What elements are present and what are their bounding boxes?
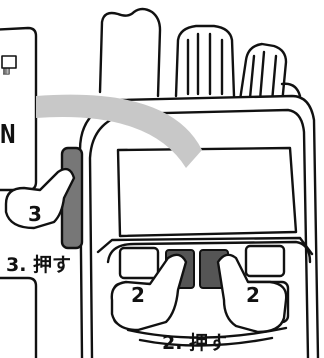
battery-icon: ▥ [3, 64, 10, 77]
channel-knob [238, 42, 302, 106]
antenna [98, 7, 162, 98]
finger-icon-3 [4, 167, 76, 230]
pointer-arrow [36, 94, 202, 168]
step3-badge: 3 [28, 202, 42, 226]
display-value-text: N [0, 120, 16, 150]
finger-icon-2-left [110, 253, 188, 332]
display-window [116, 146, 298, 238]
step2-badge-right: 2 [246, 283, 260, 307]
finger-icon-2-right [216, 253, 288, 334]
lower-inset-box [0, 276, 38, 358]
step2-badge-left: 2 [131, 283, 145, 307]
step3-label: 3. 押す [6, 254, 72, 276]
volume-knob [174, 24, 236, 98]
step2-label: 2. 押す [162, 332, 228, 354]
display-inset-box [0, 26, 38, 192]
